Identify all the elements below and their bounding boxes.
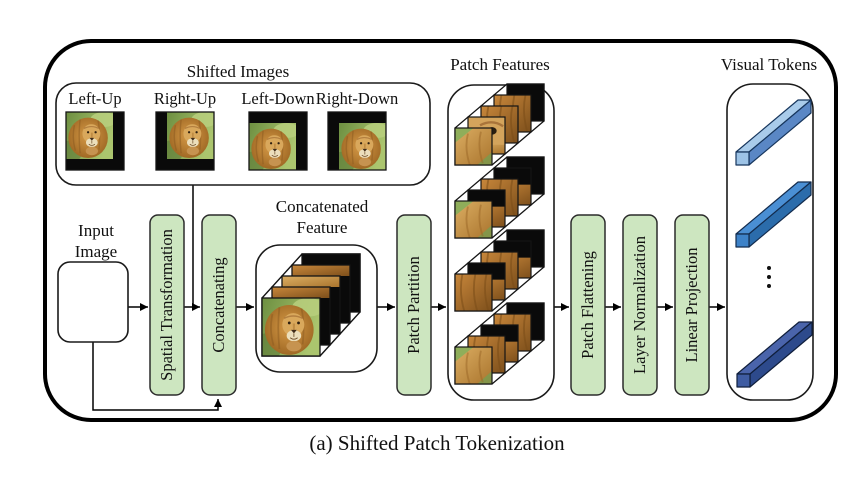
patch-stack (454, 302, 545, 385)
process-box-layer-normalization: Layer Normalization (622, 214, 658, 396)
shifted-image-left-up (65, 111, 125, 171)
patch-slice (454, 273, 493, 312)
visual-tokens-box (726, 83, 814, 401)
patch-slice (454, 127, 493, 166)
input-image-label-line1: Input (78, 221, 114, 240)
process-box-label: Spatial Transformation (157, 229, 176, 381)
input-image-label-line2: Image (75, 242, 117, 261)
patch-stack (454, 156, 545, 239)
process-box-label: Concatenating (209, 257, 228, 352)
process-box-concatenating: Concatenating (201, 214, 237, 396)
process-box-patch-partition: Patch Partition (396, 214, 432, 396)
ellipsis-dots-icon (767, 266, 771, 288)
visual-token-2 (735, 181, 812, 248)
shifted-image-right-up (155, 111, 215, 171)
input-bypass-arrow (92, 342, 222, 411)
shifted-label-right-down: Right-Down (316, 89, 399, 108)
process-box-label: Layer Normalization (630, 236, 649, 374)
shifted-label-right-up: Right-Up (154, 89, 216, 108)
input-image (57, 261, 129, 343)
patch-stack (454, 229, 545, 312)
patch-slice (454, 346, 493, 385)
process-box-linear-projection: Linear Projection (674, 214, 710, 396)
visual-token-1 (735, 99, 812, 166)
shifted-image-left-down (248, 111, 308, 171)
shifted-image-right-down (327, 111, 387, 171)
shifted-label-left-up: Left-Up (68, 89, 121, 108)
process-box-spatial-transformation: Spatial Transformation (149, 214, 185, 396)
patch-features-title: Patch Features (450, 55, 550, 74)
process-box-label: Patch Flattening (578, 251, 597, 359)
visual-tokens-title: Visual Tokens (721, 55, 817, 74)
concatenated-feature-stack (255, 244, 378, 373)
patch-features-box (447, 83, 555, 401)
concatenated-feature-label-line1: Concatenated (276, 197, 369, 216)
feature-layer-front-lion (261, 297, 321, 357)
patch-slice (454, 200, 493, 239)
shifted-label-left-down: Left-Down (241, 89, 314, 108)
figure-caption: (a) Shifted Patch Tokenization (309, 431, 565, 455)
visual-token-3 (736, 321, 813, 388)
flow-arrows (92, 185, 725, 411)
process-box-label: Linear Projection (682, 247, 701, 362)
process-box-label: Patch Partition (404, 256, 423, 354)
patch-stack (454, 83, 545, 166)
concatenated-feature-label-line2: Feature (297, 218, 348, 237)
shifted-images-title: Shifted Images (187, 62, 289, 81)
process-box-patch-flattening: Patch Flattening (570, 214, 606, 396)
process-boxes: Spatial Transformation Concatenating Pat… (149, 214, 710, 396)
